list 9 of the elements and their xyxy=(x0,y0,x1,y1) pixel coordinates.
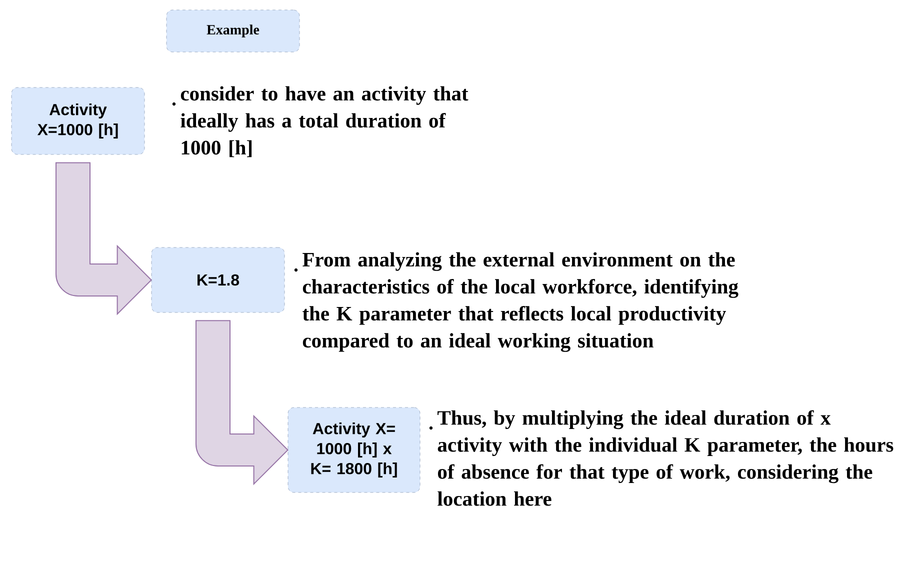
description-text: consider to have an activity that ideally has a total duration of 1000 [h] xyxy=(180,86,468,158)
process-box: Example xyxy=(166,10,300,52)
bent-arrow xyxy=(196,320,288,484)
bent-arrow xyxy=(56,162,152,314)
process-box: Activity X=1000 [h] xyxy=(11,87,145,155)
process-box: K=1.8 xyxy=(151,247,285,313)
description-text: Thus, by multiplying the ideal duration of x activity with the individual K parameter, the hours of absence for that type of work, considering the location here xyxy=(438,410,894,506)
description-text: From analyzing the external environment on the characteristics of the local workforce, identifying the K parameter that reflects local productivity compared to an ideal working situation xyxy=(302,252,738,352)
process-box: Activity X= 1000 [h] x K= 1800 [h] xyxy=(288,407,420,493)
